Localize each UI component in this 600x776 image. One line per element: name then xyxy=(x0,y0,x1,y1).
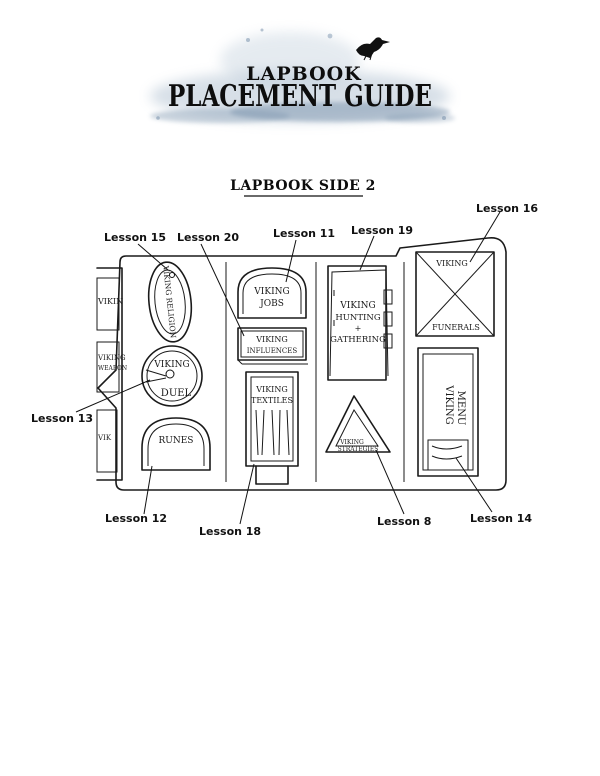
viking-duel-circle: VIKING DUEL xyxy=(141,345,203,407)
hunting-label-4: GATHERING xyxy=(330,335,386,345)
runes-pocket: RUNES xyxy=(141,417,211,471)
duel-label-1: VIKING xyxy=(153,360,189,370)
header-watercolor-splash xyxy=(150,28,455,123)
left-panel-text-2: VIKING xyxy=(97,354,126,362)
lesson-16-label: Lesson 16 xyxy=(476,202,538,215)
title-large: PLACEMENT GUIDE xyxy=(168,79,432,114)
viking-textiles-booklet: VIKING TEXTILES xyxy=(245,371,299,485)
left-panel-text-3: WEAPON xyxy=(98,365,127,372)
viking-strategies-triangle: VIKING STRATEGIES xyxy=(325,395,391,453)
title-small: LAPBOOK xyxy=(246,63,362,85)
viking-religion-oval: VIKING RELIGION xyxy=(147,261,193,343)
lesson-20-label: Lesson 20 xyxy=(177,231,239,244)
jobs-label-1: VIKING xyxy=(253,287,289,297)
strategies-label-1: VIKING xyxy=(339,439,364,446)
influences-label-1: VIKING xyxy=(255,335,287,344)
strategies-label-2: STRATEGIES xyxy=(338,446,379,453)
viking-jobs-pocket: VIKING JOBS xyxy=(237,267,307,319)
funerals-label-1: VIKING xyxy=(435,259,467,268)
viking-influences-booklet: VIKING INFLUENCES xyxy=(237,327,308,365)
left-panel-text-4: VIK xyxy=(97,434,112,442)
lesson-14-label: Lesson 14 xyxy=(470,512,532,525)
lapbook-folder: VIKIN VIKING WEAPON VIK xyxy=(96,236,507,491)
lesson-12-label: Lesson 12 xyxy=(105,512,167,525)
lesson-13-label: Lesson 13 xyxy=(31,412,93,425)
lesson-11-label: Lesson 11 xyxy=(273,227,335,240)
funerals-label-2: FUNERALS xyxy=(432,323,480,332)
lesson-8-label: Lesson 8 xyxy=(377,515,431,528)
menu-label-2: MENU xyxy=(455,391,466,426)
hunting-label-3: + xyxy=(355,324,362,333)
left-panel-text-1: VIKIN xyxy=(97,297,123,306)
menu-label-1: VIKING xyxy=(443,384,454,424)
jobs-label-2: JOBS xyxy=(259,299,284,309)
lesson-15-label: Lesson 15 xyxy=(104,231,166,244)
hunting-label-1: VIKING xyxy=(339,301,375,311)
viking-funerals-envelope: VIKING FUNERALS xyxy=(415,251,495,337)
leader-lines xyxy=(75,211,501,525)
lesson-18-label: Lesson 18 xyxy=(199,525,261,538)
section-subtitle: LAPBOOK SIDE 2 xyxy=(230,178,376,194)
duel-label-2: DUEL xyxy=(161,388,192,399)
runes-label: RUNES xyxy=(159,436,194,446)
lesson-19-label: Lesson 19 xyxy=(351,224,413,237)
viking-menu-booklet: VIKING MENU xyxy=(417,347,479,477)
raven-icon xyxy=(356,37,390,61)
textiles-label-2: TEXTILES xyxy=(251,396,293,405)
hunting-label-2: HUNTING xyxy=(335,313,380,323)
viking-hunting-gathering-booklet: VIKING HUNTING + GATHERING xyxy=(327,265,393,381)
textiles-label-1: VIKING xyxy=(255,385,287,394)
influences-label-2: INFLUENCES xyxy=(247,347,298,355)
